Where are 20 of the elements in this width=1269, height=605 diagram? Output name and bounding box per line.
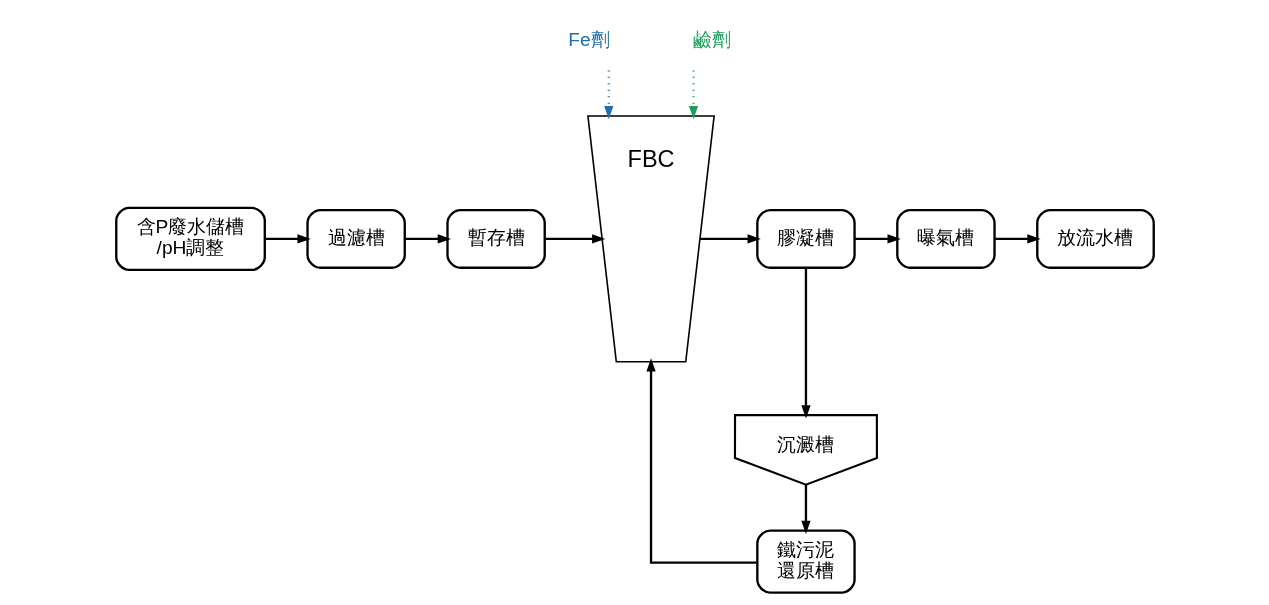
node-box: 放流水槽 bbox=[1035, 208, 1155, 269]
arrow bbox=[544, 234, 605, 244]
arrow bbox=[854, 234, 901, 244]
arrow bbox=[264, 234, 311, 244]
arrow bbox=[800, 268, 811, 419]
node-text: 鹼劑 bbox=[692, 28, 731, 50]
arrow bbox=[688, 70, 698, 120]
node-box: 鐵污泥還原槽 bbox=[755, 529, 856, 594]
arrow bbox=[404, 234, 451, 244]
node-box: 暫存槽 bbox=[445, 208, 546, 269]
node-box: 曝氣槽 bbox=[895, 208, 996, 269]
arrow bbox=[645, 358, 757, 564]
node-box: 含P廢水儲槽/pH調整 bbox=[114, 206, 266, 272]
arrow bbox=[699, 234, 761, 244]
arrow bbox=[994, 234, 1041, 244]
node-box: 膠凝槽 bbox=[755, 208, 856, 269]
arrow bbox=[800, 484, 811, 534]
node-box: 過濾槽 bbox=[305, 208, 406, 269]
node-text: Fe劑 bbox=[567, 28, 610, 50]
arrow bbox=[603, 70, 613, 120]
